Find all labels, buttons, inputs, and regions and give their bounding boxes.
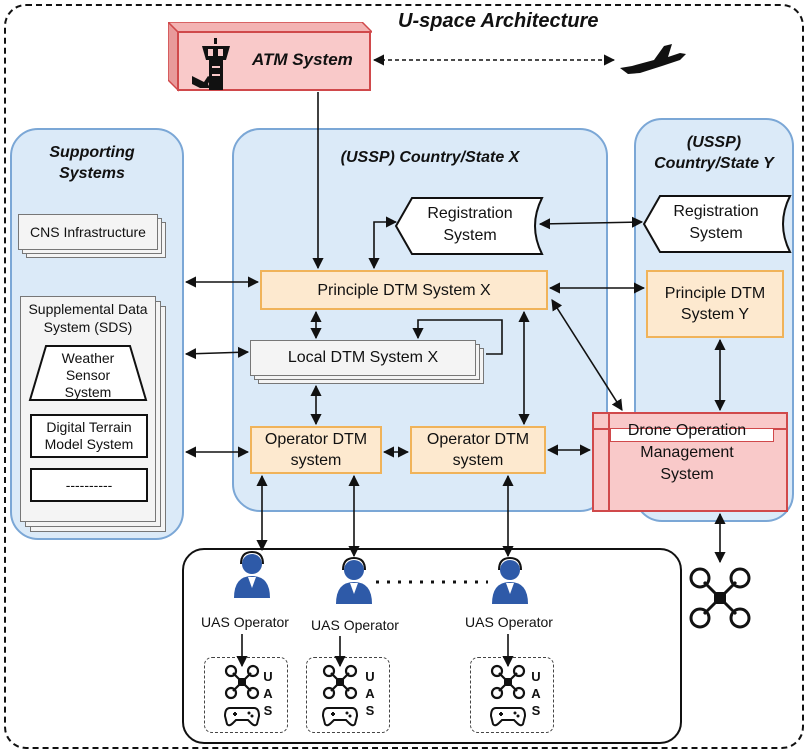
atm-box-shape — [168, 22, 372, 92]
cns-infrastructure-box: CNS Infrastructure — [18, 214, 158, 250]
state-x-title: (USSP) Country/State X — [340, 149, 520, 166]
operator-dtm-1: Operator DTM system — [250, 426, 382, 474]
supporting-systems-title: Supporting Systems — [49, 144, 135, 182]
sds-stack: Supplemental Data System (SDS) Weather S… — [20, 296, 168, 536]
weather-sensor-trapezoid — [28, 345, 148, 401]
uas-drone-icon-1 — [224, 664, 260, 700]
operator-dtm-2: Operator DTM system — [410, 426, 546, 474]
placeholder-box: ---------- — [30, 468, 148, 502]
controller-icon-2 — [322, 707, 358, 727]
local-dtm-x: Local DTM System X — [250, 340, 476, 376]
atm-system-label: ATM System — [252, 50, 353, 69]
uas-operator-label-2: UAS Operator — [311, 617, 399, 633]
uas-operator-label-1: UAS Operator — [201, 614, 289, 630]
registration-shape-x — [394, 197, 544, 255]
airplane-icon — [620, 44, 686, 74]
uas-label-3: UAS — [531, 669, 541, 718]
uas-label-2: UAS — [365, 669, 375, 718]
controller-icon-1 — [224, 707, 260, 727]
uas-operator-icon-2 — [336, 556, 372, 604]
principle-dtm-x: Principle DTM System X — [260, 270, 548, 310]
uas-box-2 — [306, 657, 390, 733]
u-space-frame — [4, 4, 804, 749]
registration-system-y: Registration System — [673, 203, 759, 242]
uas-drone-icon-3 — [490, 664, 526, 700]
control-tower-icon — [192, 38, 230, 90]
controller-icon-3 — [490, 707, 526, 727]
registration-system-x: Registration System — [427, 205, 513, 244]
cns-infrastructure-stack: CNS Infrastructure — [18, 214, 170, 264]
drone-operation-management-label: Drone Operation Management System — [627, 422, 747, 483]
uas-drone-icon-2 — [322, 664, 358, 700]
uas-operator-label-3: UAS Operator — [465, 614, 553, 630]
uas-operator-icon-3 — [492, 556, 528, 604]
principle-dtm-y: Principle DTM System Y — [646, 270, 784, 338]
diagram-title: U-space Architecture — [398, 10, 599, 32]
digital-terrain-box: Digital Terrain Model System — [30, 414, 148, 458]
operators-container — [182, 548, 682, 744]
uas-label-1: UAS — [263, 669, 273, 718]
sds-label: Supplemental Data System (SDS) — [28, 301, 148, 335]
state-y-title: (USSP) Country/State Y — [654, 134, 774, 172]
registration-shape-y — [642, 195, 792, 253]
weather-sensor-label: Weather Sensor System — [61, 350, 115, 400]
atm-system-box: ATM System — [168, 22, 372, 92]
uas-operator-icon-1 — [234, 550, 270, 598]
drone-icon — [689, 567, 751, 629]
